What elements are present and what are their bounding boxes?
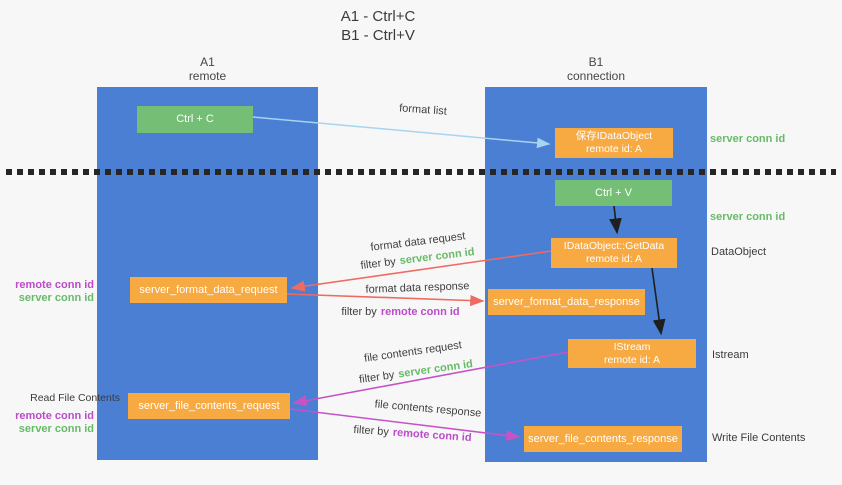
lane-a1-name: A1: [200, 55, 215, 69]
node-server-file-contents-response: server_file_contents_response: [524, 426, 682, 452]
file-request-label: server_file_contents_request: [138, 399, 280, 412]
filter-prefix: filter by: [341, 306, 377, 318]
filter-key-remote-conn-id: remote conn id: [380, 306, 460, 318]
arrow-ctrlv-to-getdata: [609, 205, 622, 235]
lane-b1-name: B1: [588, 55, 604, 69]
diagram-title: A1 - Ctrl+C B1 - Ctrl+V: [278, 7, 478, 45]
save-idataobject-line1: 保存IDataObject: [575, 130, 653, 142]
node-save-idataobject: 保存IDataObject remote id: A: [555, 128, 673, 158]
arrow-file-contents-response: [289, 408, 521, 442]
format-request-label: server_format_data_request: [139, 283, 278, 296]
annotation-conn-ids-file: remote conn id server conn id: [0, 410, 94, 436]
arrow-format-list: [252, 116, 551, 149]
annotation-istream: Istream: [712, 349, 749, 361]
session-divider: [6, 169, 836, 175]
title-line-2: B1 - Ctrl+V: [341, 27, 415, 44]
title-line-1: A1 - Ctrl+C: [340, 8, 416, 25]
node-istream: IStream remote id: A: [568, 339, 696, 368]
annotation-write-file-contents: Write File Contents: [712, 432, 806, 444]
ctrl-c-label: Ctrl + C: [176, 113, 214, 125]
filter-prefix: filter by: [353, 423, 390, 439]
arrow-file-contents-request: [292, 351, 569, 407]
annotation-server-conn-id-left-2: server conn id: [18, 423, 94, 435]
getdata-line2: remote id: A: [585, 253, 643, 265]
node-ctrl-c: Ctrl + C: [137, 106, 253, 133]
format-response-label: server_format_data_response: [493, 295, 640, 308]
annotation-dataobject: DataObject: [711, 246, 767, 258]
annotation-server-conn-id-left-1: server conn id: [18, 292, 94, 304]
lane-a1-role: remote: [188, 69, 227, 83]
annotation-server-conn-id-mid: server conn id: [710, 211, 786, 223]
save-idataobject-line2: remote id: A: [585, 143, 643, 155]
annotation-remote-conn-id-1: remote conn id: [15, 279, 94, 291]
arrow-format-data-response: [286, 293, 485, 307]
ctrl-v-label: Ctrl + V: [595, 186, 632, 199]
getdata-line1: IDataObject::GetData: [563, 240, 665, 252]
annotation-remote-conn-id-2: remote conn id: [15, 410, 94, 422]
istream-line2: remote id: A: [603, 353, 661, 366]
annotation-read-file-contents: Read File Contents: [30, 392, 120, 404]
lane-header-a1: A1 remote: [97, 55, 318, 83]
istream-line1: IStream: [613, 340, 651, 353]
node-server-format-data-response: server_format_data_response: [488, 289, 645, 315]
lane-b1-role: connection: [566, 69, 626, 83]
file-response-label: server_file_contents_response: [528, 432, 678, 445]
annotation-server-conn-id-top: server conn id: [710, 133, 786, 145]
node-server-file-contents-request: server_file_contents_request: [128, 393, 290, 419]
node-idataobject-getdata: IDataObject::GetData remote id: A: [551, 238, 677, 268]
node-server-format-data-request: server_format_data_request: [130, 277, 287, 303]
node-ctrl-v: Ctrl + V: [555, 180, 672, 206]
arrow-getdata-to-istream: [651, 267, 666, 336]
arrow-format-data-request: [290, 250, 552, 292]
lane-header-b1: B1 connection: [485, 55, 707, 83]
annotation-conn-ids-format: remote conn id server conn id: [0, 279, 94, 305]
